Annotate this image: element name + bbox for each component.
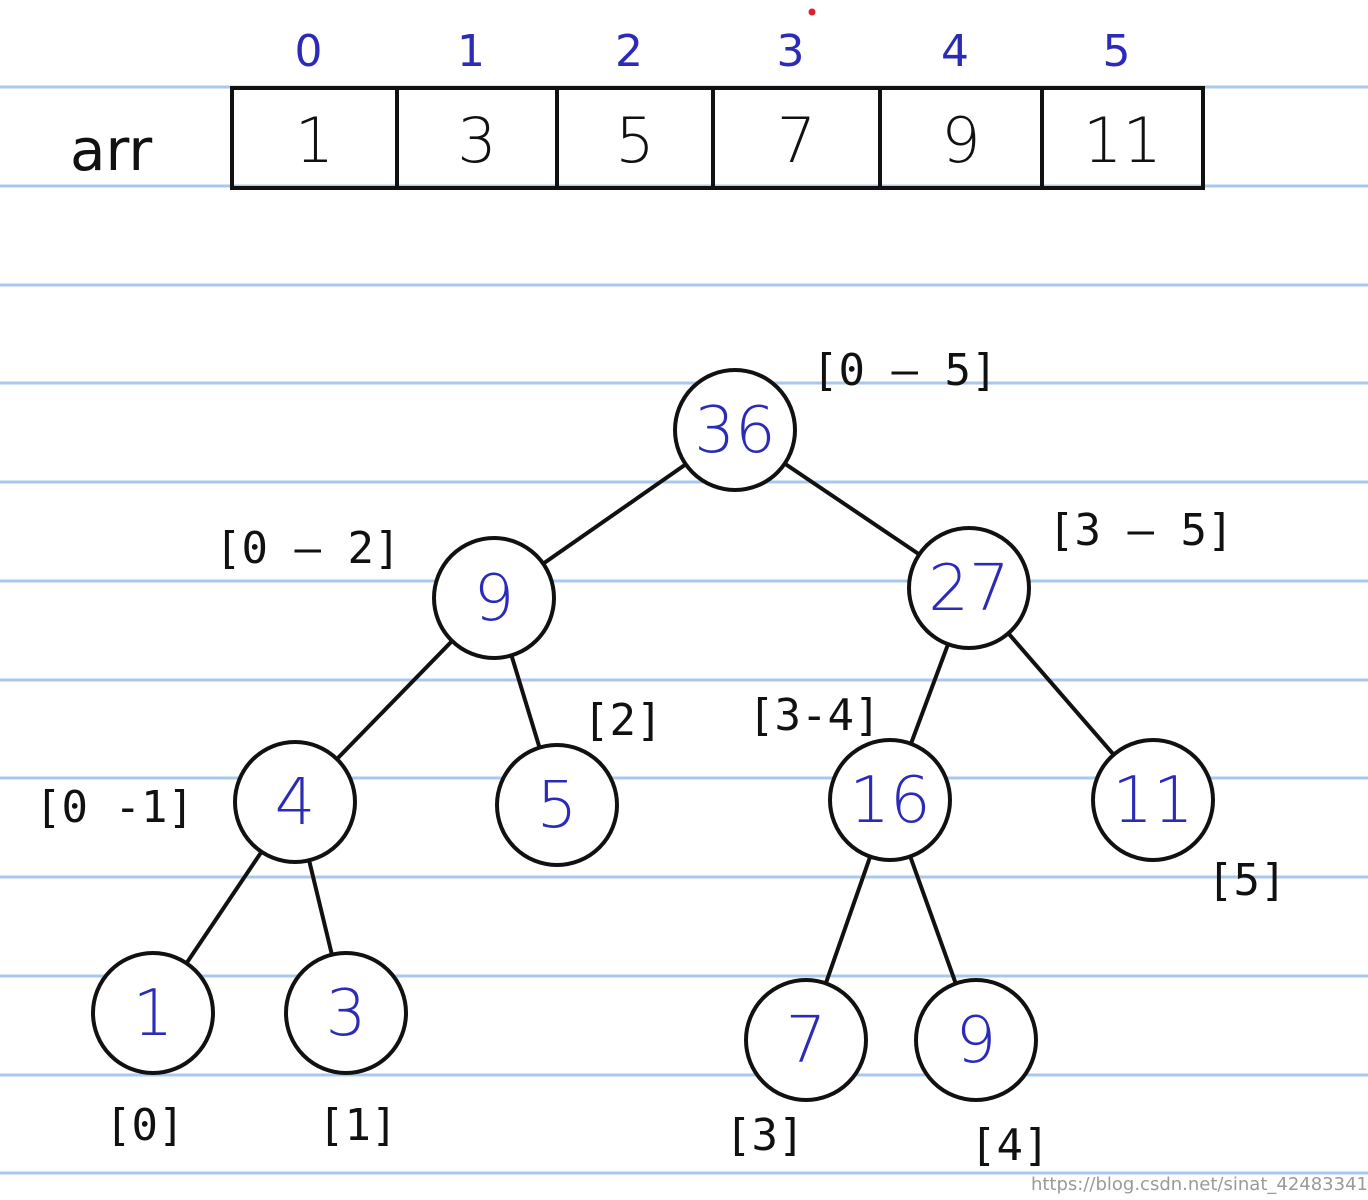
array-cell: 73 [711,26,882,190]
tree-node-range-label: [0 – 5] [812,345,997,396]
array-cell-value: 9 [941,104,980,177]
tree-node-circle [907,526,1031,650]
array-cell: 94 [878,26,1044,190]
tree-node-range-label: [1] [318,1100,397,1151]
tree-node-value: 1 [133,977,174,1051]
tree-node-circle [91,951,215,1075]
array-cell: 31 [395,26,559,190]
tree-node: 36 [0 – 5] [673,345,997,492]
array-cell: 10 [230,26,399,190]
tree-node: 3 [1] [284,951,408,1151]
array-index-label: 3 [777,26,805,77]
notebook-ruled-lines [0,85,1368,1175]
tree-node-value: 9 [474,562,515,636]
tree-node-value: 7 [786,1004,827,1078]
tree-node: 7 [3] [725,978,868,1161]
tree-node-range-label: [2] [583,695,662,746]
tree-node: 11 [5] [1091,738,1286,906]
tree-node-circle [828,738,952,862]
tree-node-range-label: [0 -1] [35,782,194,833]
tree-node: 16 [3-4] [748,690,952,862]
tree-node-value: 11 [1112,764,1193,838]
tree-node-range-label: [0 – 2] [215,523,400,574]
tree-node-circle [673,368,797,492]
tree-nodes: 36 [0 – 5] 9 [0 – 2] 27 [3 – 5] 4 [0 -1] 5[2] 16 [… [35,345,1286,1171]
tree-node-value: 27 [928,552,1009,626]
tree-node-value: 16 [849,764,930,838]
array-index-label: 5 [1103,26,1131,77]
array-cell-border [1040,86,1205,190]
tree-node-circle [432,536,556,660]
tree-node: 1 [0] [91,951,215,1151]
tree-node-circle [233,740,357,864]
array-cell-value: 7 [777,104,816,177]
tree-node: 9 [0 – 2] [215,523,556,660]
tree-node-circle [914,978,1038,1102]
tree-node: 4 [0 -1] [35,740,357,864]
array-cell-value: 3 [457,104,496,177]
tree-node: 5[2] [495,695,662,867]
red-dot-marker [808,8,816,16]
tree-node-range-label: [3-4] [748,690,880,741]
array-index-label: 1 [457,26,485,77]
tree-node-value: 4 [275,766,316,840]
tree-node-circle [744,978,868,1102]
tree-node-circle [284,951,408,1075]
tree-node-range-label: [4] [970,1120,1049,1171]
tree-node-range-label: [0] [105,1100,184,1151]
tree-node: 27 [3 – 5] [907,505,1233,650]
array-cell: 11 5 [1040,26,1205,190]
watermark-text: https://blog.csdn.net/sinat_42483341 [1031,1174,1368,1195]
tree-node-value: 36 [694,394,775,468]
tree-node: 9 [4] [914,978,1049,1171]
tree-node-range-label: [5] [1207,855,1286,906]
array-label: arr [70,116,152,184]
array-index-label: 2 [615,26,643,77]
tree-node-value: 5 [537,769,578,843]
array-cell-value: 11 [1083,104,1162,177]
array-cell-value: 5 [615,104,654,177]
array-cell: 52 [555,26,715,190]
array-cell-value: 1 [295,104,334,177]
tree-node-value: 3 [326,977,367,1051]
array-index-label: 0 [295,26,323,77]
tree-node-value: 9 [956,1004,997,1078]
tree-node-range-label: [3 – 5] [1048,505,1233,556]
tree-node-circle [495,743,619,867]
tree-node-range-label: [3] [725,1110,804,1161]
tree-node-circle [1091,738,1215,862]
array-index-label: 4 [941,26,969,77]
